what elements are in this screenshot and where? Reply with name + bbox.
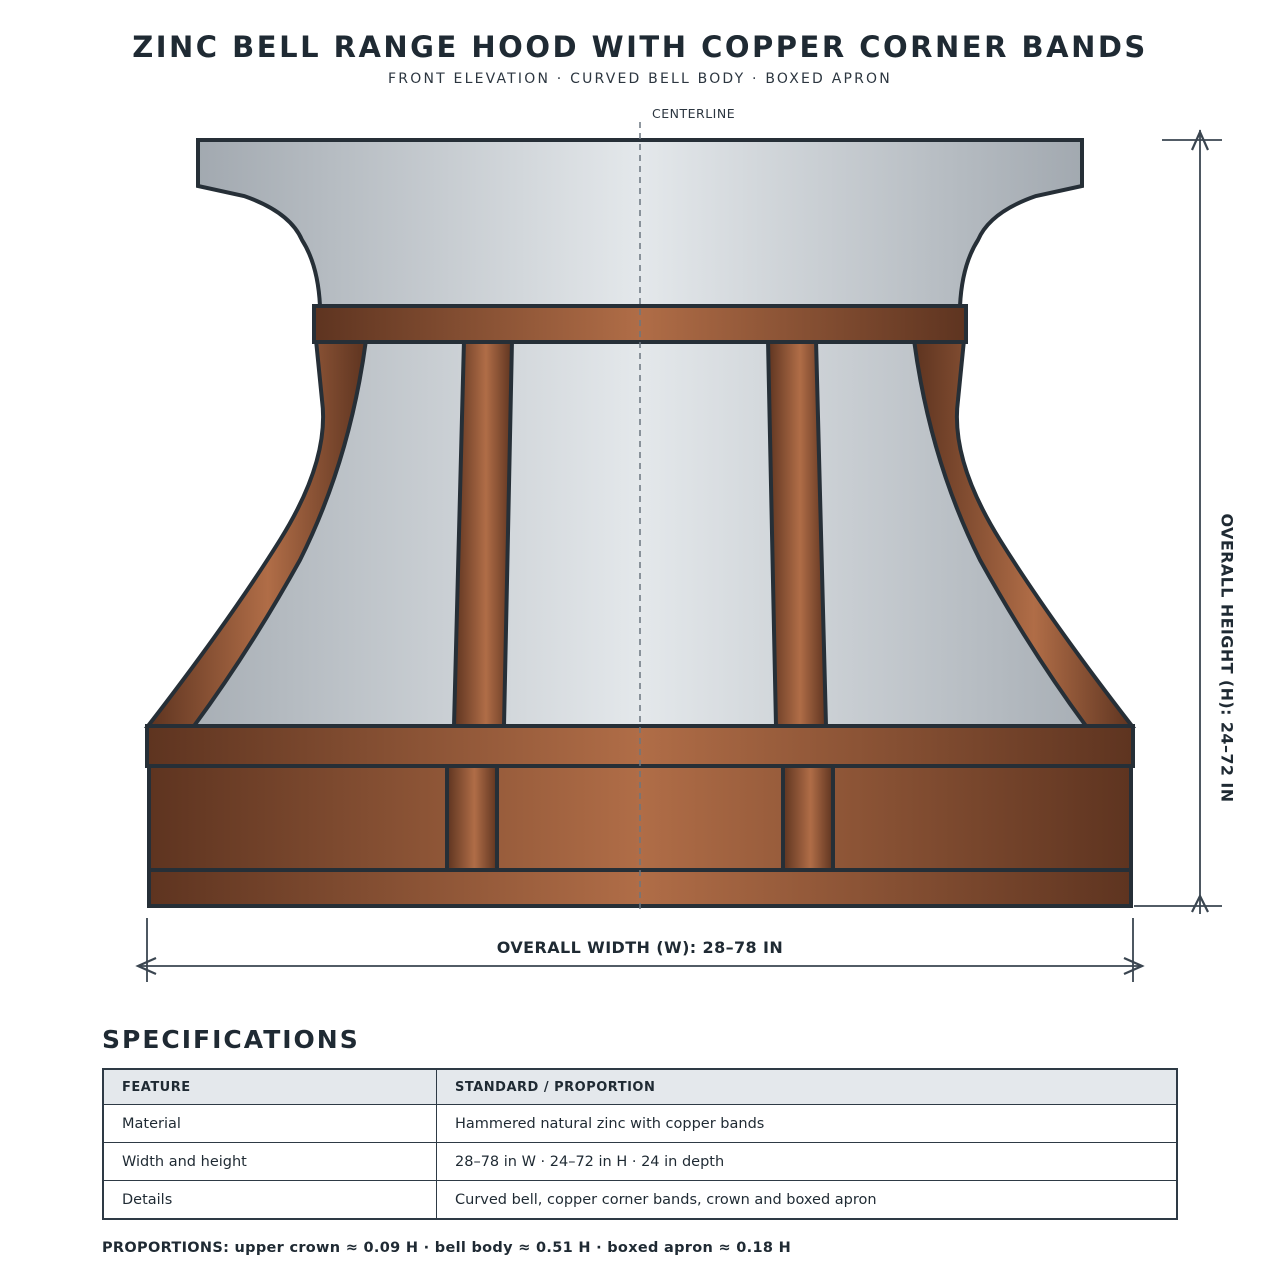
apron-right-post <box>781 764 835 872</box>
left-vertical-strap <box>451 338 515 728</box>
proportions-note: PROPORTIONS: upper crown ≈ 0.09 H · bell… <box>102 1240 792 1256</box>
feature-cell: Details <box>102 1180 437 1220</box>
page-title: ZINC BELL RANGE HOOD WITH COPPER CORNER … <box>132 30 1148 64</box>
feature-cell: Width and height <box>102 1142 437 1181</box>
column-header-standard: STANDARD / PROPORTION <box>436 1068 1178 1105</box>
specifications-heading: SPECIFICATIONS <box>102 1025 360 1054</box>
value-cell: Curved bell, copper corner bands, crown … <box>436 1180 1178 1220</box>
value-cell: 28–78 in W · 24–72 in H · 24 in depth <box>436 1142 1178 1181</box>
table-header-row: FEATURE STANDARD / PROPORTION <box>102 1068 1178 1105</box>
feature-cell: Material <box>102 1104 437 1143</box>
right-vertical-strap <box>765 338 829 728</box>
width-dimension <box>135 918 1145 982</box>
table-row: Material Hammered natural zinc with copp… <box>102 1104 1178 1143</box>
width-dimension-label: OVERALL WIDTH (W): 28–78 IN <box>497 938 783 957</box>
column-header-feature: FEATURE <box>102 1068 437 1105</box>
page-subtitle: FRONT ELEVATION · CURVED BELL BODY · BOX… <box>388 71 892 87</box>
table-row: Details Curved bell, copper corner bands… <box>102 1180 1178 1220</box>
apron-left-post <box>445 764 499 872</box>
table-row: Width and height 28–78 in W · 24–72 in H… <box>102 1142 1178 1181</box>
height-dimension <box>1134 129 1222 914</box>
specifications-table: FEATURE STANDARD / PROPORTION Material H… <box>102 1068 1178 1220</box>
centerline-label: CENTERLINE <box>652 106 735 121</box>
height-dimension-label: OVERALL HEIGHT (H): 24–72 IN <box>1218 513 1237 802</box>
front-elevation-drawing: CENTERLINE OVERALL WIDTH (W): 28–78 IN O… <box>135 106 1237 982</box>
value-cell: Hammered natural zinc with copper bands <box>436 1104 1178 1143</box>
